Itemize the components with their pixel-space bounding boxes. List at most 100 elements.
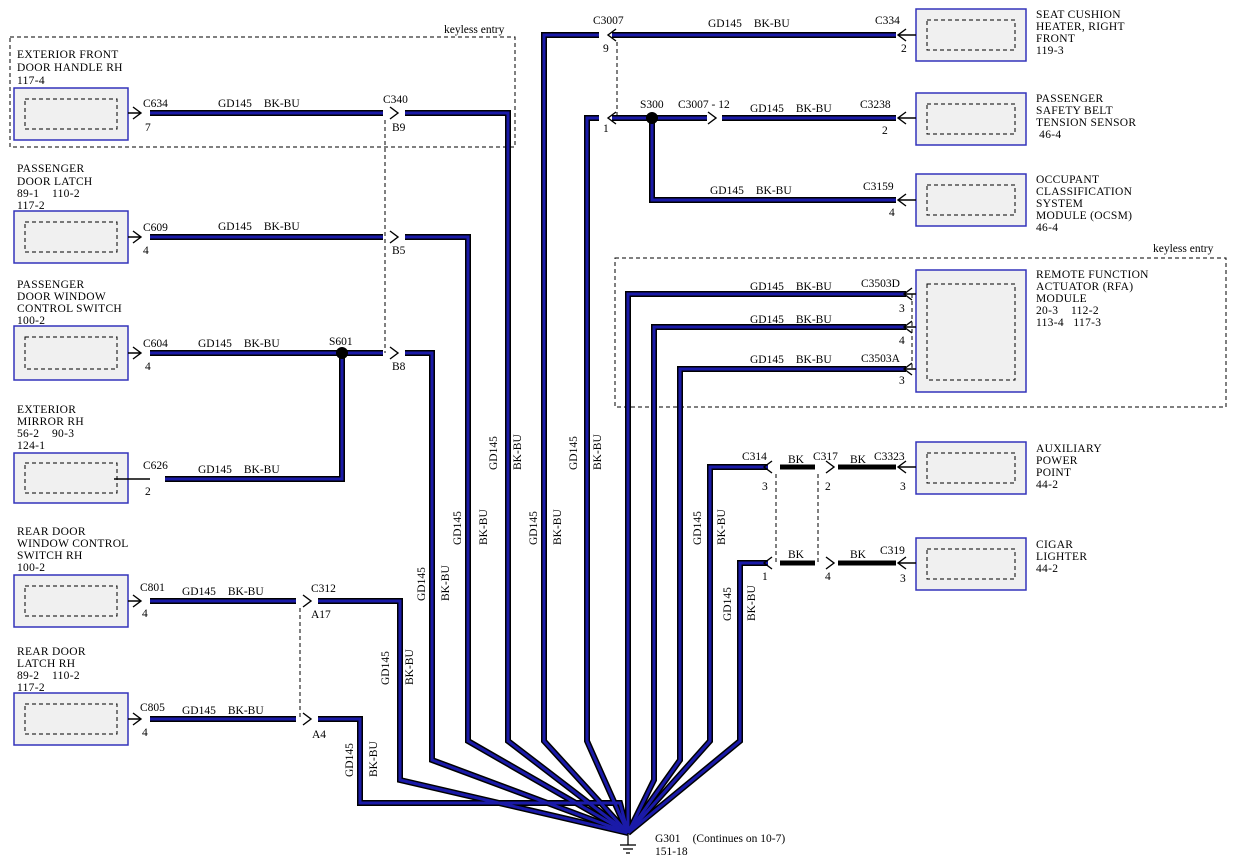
wire-group	[150, 32, 906, 836]
wire-c634-core	[150, 111, 629, 835]
svg-text:C3238: C3238	[860, 99, 891, 111]
component-box-window-switch	[13, 325, 129, 381]
svg-text:C314: C314	[742, 451, 767, 463]
splice-s300	[646, 112, 658, 124]
svg-text:TENSION SENSOR: TENSION SENSOR	[1036, 117, 1136, 129]
svg-text:C634: C634	[143, 98, 168, 110]
splice-s601	[336, 347, 348, 359]
svg-text:GD145: GD145	[488, 436, 500, 470]
svg-text:C319: C319	[880, 545, 905, 557]
svg-text:GD145: GD145	[452, 511, 464, 545]
svg-text:REAR DOOR: REAR DOOR	[17, 646, 86, 658]
vertical-wire-labels: GD145 BK-BU GD145 BK-BU GD145 BK-BU GD14…	[344, 434, 758, 777]
svg-text:2: 2	[901, 43, 907, 55]
svg-text:DOOR LATCH: DOOR LATCH	[17, 176, 93, 188]
svg-text:DOOR HANDLE RH: DOOR HANDLE RH	[17, 62, 123, 74]
svg-text:REAR DOOR: REAR DOOR	[17, 526, 86, 538]
svg-text:SWITCH RH: SWITCH RH	[17, 550, 83, 562]
svg-text:BK-BU: BK-BU	[512, 434, 524, 470]
svg-text:MODULE: MODULE	[1036, 293, 1087, 305]
svg-text:BK: BK	[788, 549, 805, 561]
svg-text:DOOR WINDOW: DOOR WINDOW	[17, 291, 106, 303]
wire-c626-core	[165, 353, 344, 481]
keyless-entry-label-left: keyless entry	[444, 24, 505, 36]
component-box-ocsm	[915, 173, 1027, 227]
svg-text:GD145: GD145	[380, 651, 392, 685]
svg-text:3: 3	[762, 481, 768, 493]
wire-c334-core	[542, 33, 896, 835]
svg-text:117-4: 117-4	[17, 75, 45, 87]
component-box-mirror	[13, 452, 129, 504]
svg-text:POINT: POINT	[1036, 467, 1071, 479]
svg-text:WINDOW CONTROL: WINDOW CONTROL	[17, 538, 129, 550]
svg-text:CLASSIFICATION: CLASSIFICATION	[1036, 186, 1133, 198]
svg-text:3: 3	[900, 573, 906, 585]
svg-text:GD145: GD145	[568, 436, 580, 470]
svg-text:CIGAR: CIGAR	[1036, 539, 1073, 551]
svg-text:PASSENGER: PASSENGER	[17, 279, 84, 291]
wire-c604	[150, 350, 630, 836]
svg-text:89-2 110-2: 89-2 110-2	[17, 670, 80, 682]
svg-text:119-3: 119-3	[1036, 45, 1064, 57]
svg-text:C3323: C3323	[874, 451, 905, 463]
svg-text:C801: C801	[140, 582, 165, 594]
svg-text:BK: BK	[850, 454, 867, 466]
wire-c805-core	[150, 717, 630, 834]
svg-text:C3007: C3007	[593, 15, 624, 27]
svg-text:FRONT: FRONT	[1036, 33, 1075, 45]
svg-text:B5: B5	[392, 245, 406, 257]
svg-text:BK-BU: BK-BU	[368, 741, 380, 777]
left-connector-labels: C634 7 C609 4 C604 4 C626 2 C801 4 C805 …	[140, 98, 168, 739]
svg-text:1: 1	[762, 571, 768, 583]
svg-text:G301(Continues on 10-7): G301(Continues on 10-7)	[655, 833, 785, 845]
wire-c3503-4-core	[626, 325, 906, 834]
svg-text:46-4: 46-4	[1036, 222, 1058, 234]
component-box-rear-latch	[13, 692, 129, 746]
svg-text:GD145: GD145	[722, 587, 734, 621]
svg-text:BK-BU: BK-BU	[404, 649, 416, 685]
svg-text:BK-BU: BK-BU	[746, 585, 758, 621]
svg-text:44-2: 44-2	[1036, 479, 1058, 491]
svg-text:S300: S300	[640, 99, 664, 111]
svg-text:POWER: POWER	[1036, 455, 1078, 467]
svg-text:124-1: 124-1	[17, 440, 45, 452]
svg-text:2: 2	[882, 125, 888, 137]
connector-arrows	[114, 28, 916, 726]
svg-text:100-2: 100-2	[17, 315, 45, 327]
svg-text:PASSENGER: PASSENGER	[17, 163, 84, 175]
right-component-boxes	[915, 8, 1027, 591]
svg-text:117-2: 117-2	[17, 682, 45, 694]
svg-text:C626: C626	[143, 460, 168, 472]
svg-text:9: 9	[603, 43, 609, 55]
svg-text:56-2 90-3: 56-2 90-3	[17, 428, 74, 440]
wire-c3238-core	[585, 116, 896, 834]
svg-text:A17: A17	[311, 609, 331, 621]
svg-text:46-4: 46-4	[1036, 129, 1061, 141]
right-connector-labels: C3007 9 1 S300 C3007 - 12 C334 2 C3238 2…	[593, 15, 907, 585]
svg-text:BK: BK	[850, 549, 867, 561]
svg-text:151-18: 151-18	[655, 846, 688, 858]
svg-text:4: 4	[143, 245, 149, 257]
wire-c334	[541, 32, 896, 836]
svg-text:7: 7	[145, 122, 151, 134]
svg-text:BK-BU: BK-BU	[592, 434, 604, 470]
svg-text:100-2: 100-2	[17, 562, 45, 574]
svg-text:SEAT CUSHION: SEAT CUSHION	[1036, 9, 1121, 21]
right-component-labels: SEAT CUSHION HEATER, RIGHT FRONT 119-3 P…	[1036, 9, 1149, 575]
wire-c604-core	[150, 351, 629, 835]
svg-text:C805: C805	[140, 702, 165, 714]
keyless-entry-region-left	[9, 36, 516, 148]
svg-text:C3503A: C3503A	[861, 353, 901, 365]
svg-text:MODULE (OCSM): MODULE (OCSM)	[1036, 210, 1132, 222]
svg-text:113-4 117-3: 113-4 117-3	[1036, 317, 1101, 329]
svg-text:BK: BK	[788, 454, 805, 466]
svg-text:HEATER, RIGHT: HEATER, RIGHT	[1036, 21, 1125, 33]
svg-text:S601: S601	[329, 336, 353, 348]
